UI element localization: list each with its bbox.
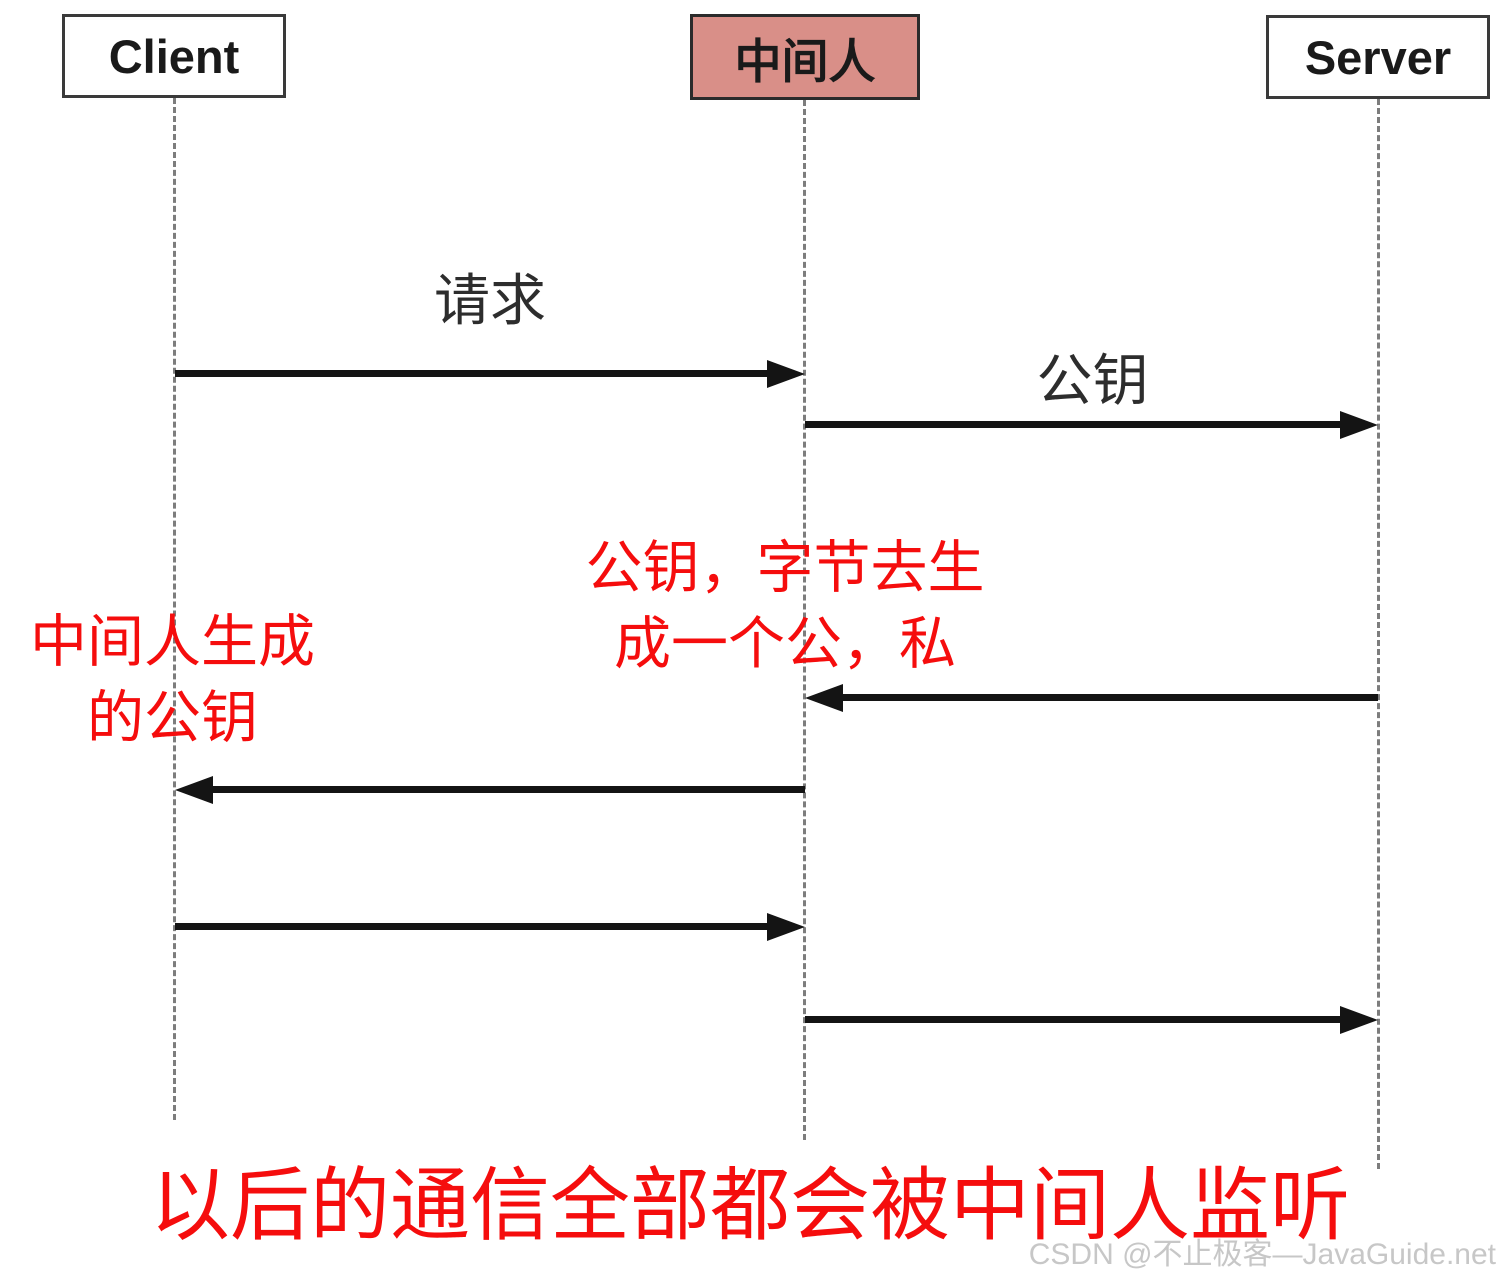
message-arrow-client-to-middleman-request <box>175 360 805 388</box>
message-arrow-middleman-to-client <box>175 776 805 804</box>
annotation-middleman-generates-keys: 公钥，字节去生 成一个公，私 <box>550 530 1020 682</box>
actor-middleman-label: 中间人 <box>734 34 876 88</box>
message-label-request: 请求 <box>434 269 546 332</box>
annotation-client-line2: 的公钥 <box>87 686 258 750</box>
annotation-middleman-line1: 公钥，字节去生 <box>585 536 985 600</box>
actor-box-middleman: 中间人 <box>690 14 920 100</box>
message-label-public-key: 公钥 <box>1036 349 1149 412</box>
actor-server-label: Server <box>1304 30 1452 84</box>
lifeline-server <box>1377 99 1380 1169</box>
message-arrow-client-to-middleman <box>175 913 805 941</box>
annotation-middleman-line2: 成一个公，私 <box>614 612 956 676</box>
annotation-middleman-public-key: 中间人生成 的公钥 <box>10 604 335 756</box>
actor-box-server: Server <box>1266 15 1490 99</box>
actor-client-label: Client <box>108 29 240 83</box>
lifeline-client <box>173 98 176 1120</box>
message-arrow-middleman-to-server-pubkey <box>805 411 1378 439</box>
message-arrow-middleman-to-server <box>805 1006 1378 1034</box>
lifeline-middleman <box>803 100 806 1140</box>
actor-box-client: Client <box>62 14 286 98</box>
annotation-footer-warning: 以后的通信全部都会被中间人监听 <box>150 1161 1350 1250</box>
annotation-client-line1: 中间人生成 <box>30 610 315 674</box>
message-arrow-server-to-middleman <box>805 684 1378 712</box>
csdn-watermark: CSDN @不止极客—JavaGuide.net <box>1028 1238 1496 1271</box>
